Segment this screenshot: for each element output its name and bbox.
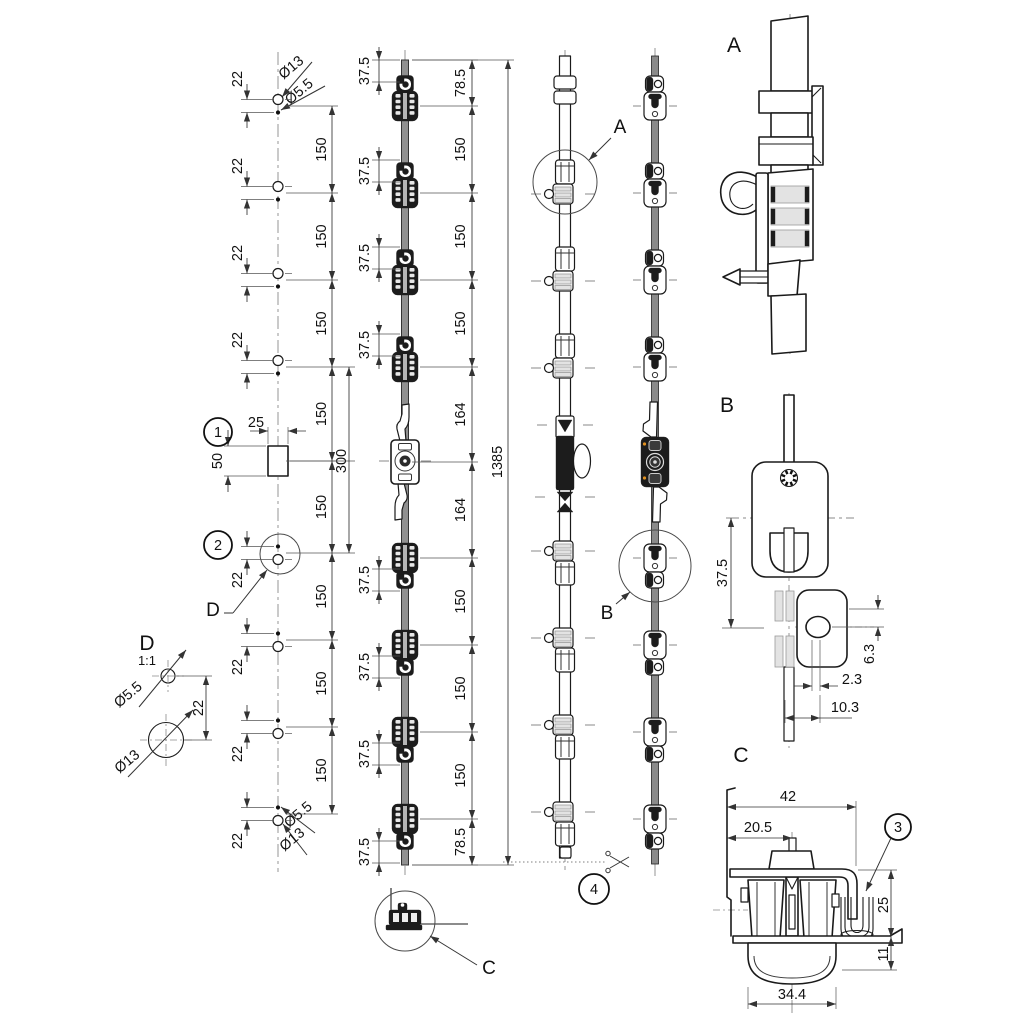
detail-d-dia13-label: Ø13	[112, 747, 143, 777]
detail-b-view: B 37.5 6.3 2.3 10.3	[715, 393, 884, 748]
detail-b-reference: B	[601, 603, 614, 624]
accent-mark	[642, 476, 647, 480]
detail-b-depth-label: 10.3	[831, 700, 859, 716]
detail-c-reference: C	[482, 958, 496, 979]
detail-d-view: D 1:1 Ø5.5 Ø13 22	[111, 632, 212, 778]
detail-c-dome-width-label: 34.4	[778, 987, 806, 1003]
seal-profile	[840, 897, 874, 943]
pitch-dim-label: 150	[314, 495, 330, 519]
detail-a-view: A	[719, 14, 824, 355]
detail-b-height-label: 37.5	[715, 559, 731, 587]
pitch-dim-label: 150	[314, 402, 330, 426]
callout-1-number: 1	[214, 425, 222, 441]
handle-cutout	[267, 445, 289, 477]
detail-c-source: C	[374, 888, 496, 979]
side-view: A 4	[503, 55, 630, 905]
side-gearbox	[535, 415, 595, 513]
strip-gearbox	[379, 403, 431, 521]
detail-b-source-circle	[618, 529, 692, 603]
pitch-dim-label: 150	[314, 671, 330, 695]
small-hole	[160, 668, 176, 684]
offset-dim-label: 37.5	[357, 244, 373, 272]
strip-dim-label: 164	[453, 498, 469, 522]
callout-1	[203, 417, 233, 447]
offset-dim-label: 37.5	[357, 740, 373, 768]
strip-dim-label: 150	[453, 224, 469, 248]
detail-a-title: A	[727, 34, 741, 57]
detail-d-scale: 1:1	[138, 653, 156, 668]
callout-2	[203, 530, 233, 560]
generated-stations-and-dims: 22 22 22 22 22 22 22 22 150 150 150 150 150 150 150 150…	[230, 47, 677, 876]
detail-d-dia55-label: Ø5.5	[111, 679, 145, 711]
accent-mark	[642, 442, 647, 446]
pitch-dim-label: 150	[314, 311, 330, 335]
pitch-dim-label: 150	[314, 137, 330, 161]
detail-b-lateral-label: 2.3	[842, 672, 862, 688]
handle-width-label: 25	[248, 415, 264, 431]
callout-4-number: 4	[590, 882, 598, 898]
detail-b-hole-offset-label: 6.3	[862, 644, 878, 664]
detail-d-reference: D	[206, 600, 220, 621]
strip-view: 1385 C	[374, 59, 514, 979]
edge-dim-label: 22	[230, 659, 246, 675]
callout-3	[884, 813, 912, 841]
edge-dim-label: 22	[230, 245, 246, 261]
front-view: B	[601, 55, 692, 865]
offset-dim-label: 37.5	[357, 653, 373, 681]
detail-c-center-label: 20.5	[744, 820, 772, 836]
offset-dim-label: 37.5	[357, 331, 373, 359]
detail-c-height-label: 25	[876, 897, 892, 913]
callout-4	[578, 873, 610, 905]
detail-d-spacing-label: 22	[191, 700, 207, 716]
detail-b-title: B	[720, 394, 734, 417]
strip-dim-label: 150	[453, 589, 469, 613]
edge-dim-label: 22	[230, 746, 246, 762]
edge-dim-label: 22	[230, 332, 246, 348]
detail-c-view: C 42 20.5 25 11 34.4 3	[713, 744, 912, 1014]
detail-c-width-label: 42	[780, 789, 796, 805]
strip-dim-label: 164	[453, 402, 469, 426]
strip-dim-label: 150	[453, 763, 469, 787]
detail-d-source-circle	[259, 533, 301, 575]
handle-height-label: 50	[210, 453, 226, 469]
offset-dim-label: 37.5	[357, 838, 373, 866]
large-hole	[147, 721, 185, 759]
strip-dim-label: 150	[453, 137, 469, 161]
strip-dim-label: 150	[453, 676, 469, 700]
offset-dim-label: 37.5	[357, 157, 373, 185]
edge-dim-label: 22	[230, 572, 246, 588]
detail-a-reference: A	[614, 117, 627, 138]
edge-dim-label: 22	[230, 71, 246, 87]
edge-dim-label: 22	[230, 833, 246, 849]
pitch-dim-label: 150	[314, 584, 330, 608]
edge-dim-label: 22	[230, 158, 246, 174]
pitch-dim-label: 150	[314, 224, 330, 248]
strip-dim-label: 78.5	[453, 828, 469, 856]
detail-d-title: D	[139, 632, 154, 655]
callout-3-number: 3	[894, 820, 902, 836]
detail-c-base-label: 11	[876, 946, 892, 961]
detail-a-source-circle	[532, 149, 598, 215]
pitch-dim-label: 150	[314, 758, 330, 782]
scissors-icon	[605, 850, 630, 874]
total-length-label: 1385	[490, 446, 506, 478]
offset-dim-label: 37.5	[357, 57, 373, 85]
strip-dim-label: 78.5	[453, 69, 469, 97]
callout-2-number: 2	[214, 538, 222, 554]
handle-span-label: 300	[334, 449, 350, 473]
detail-c-title: C	[733, 744, 748, 767]
front-gearbox	[640, 401, 670, 523]
strip-dim-label: 150	[453, 311, 469, 335]
offset-dim-label: 37.5	[357, 566, 373, 594]
